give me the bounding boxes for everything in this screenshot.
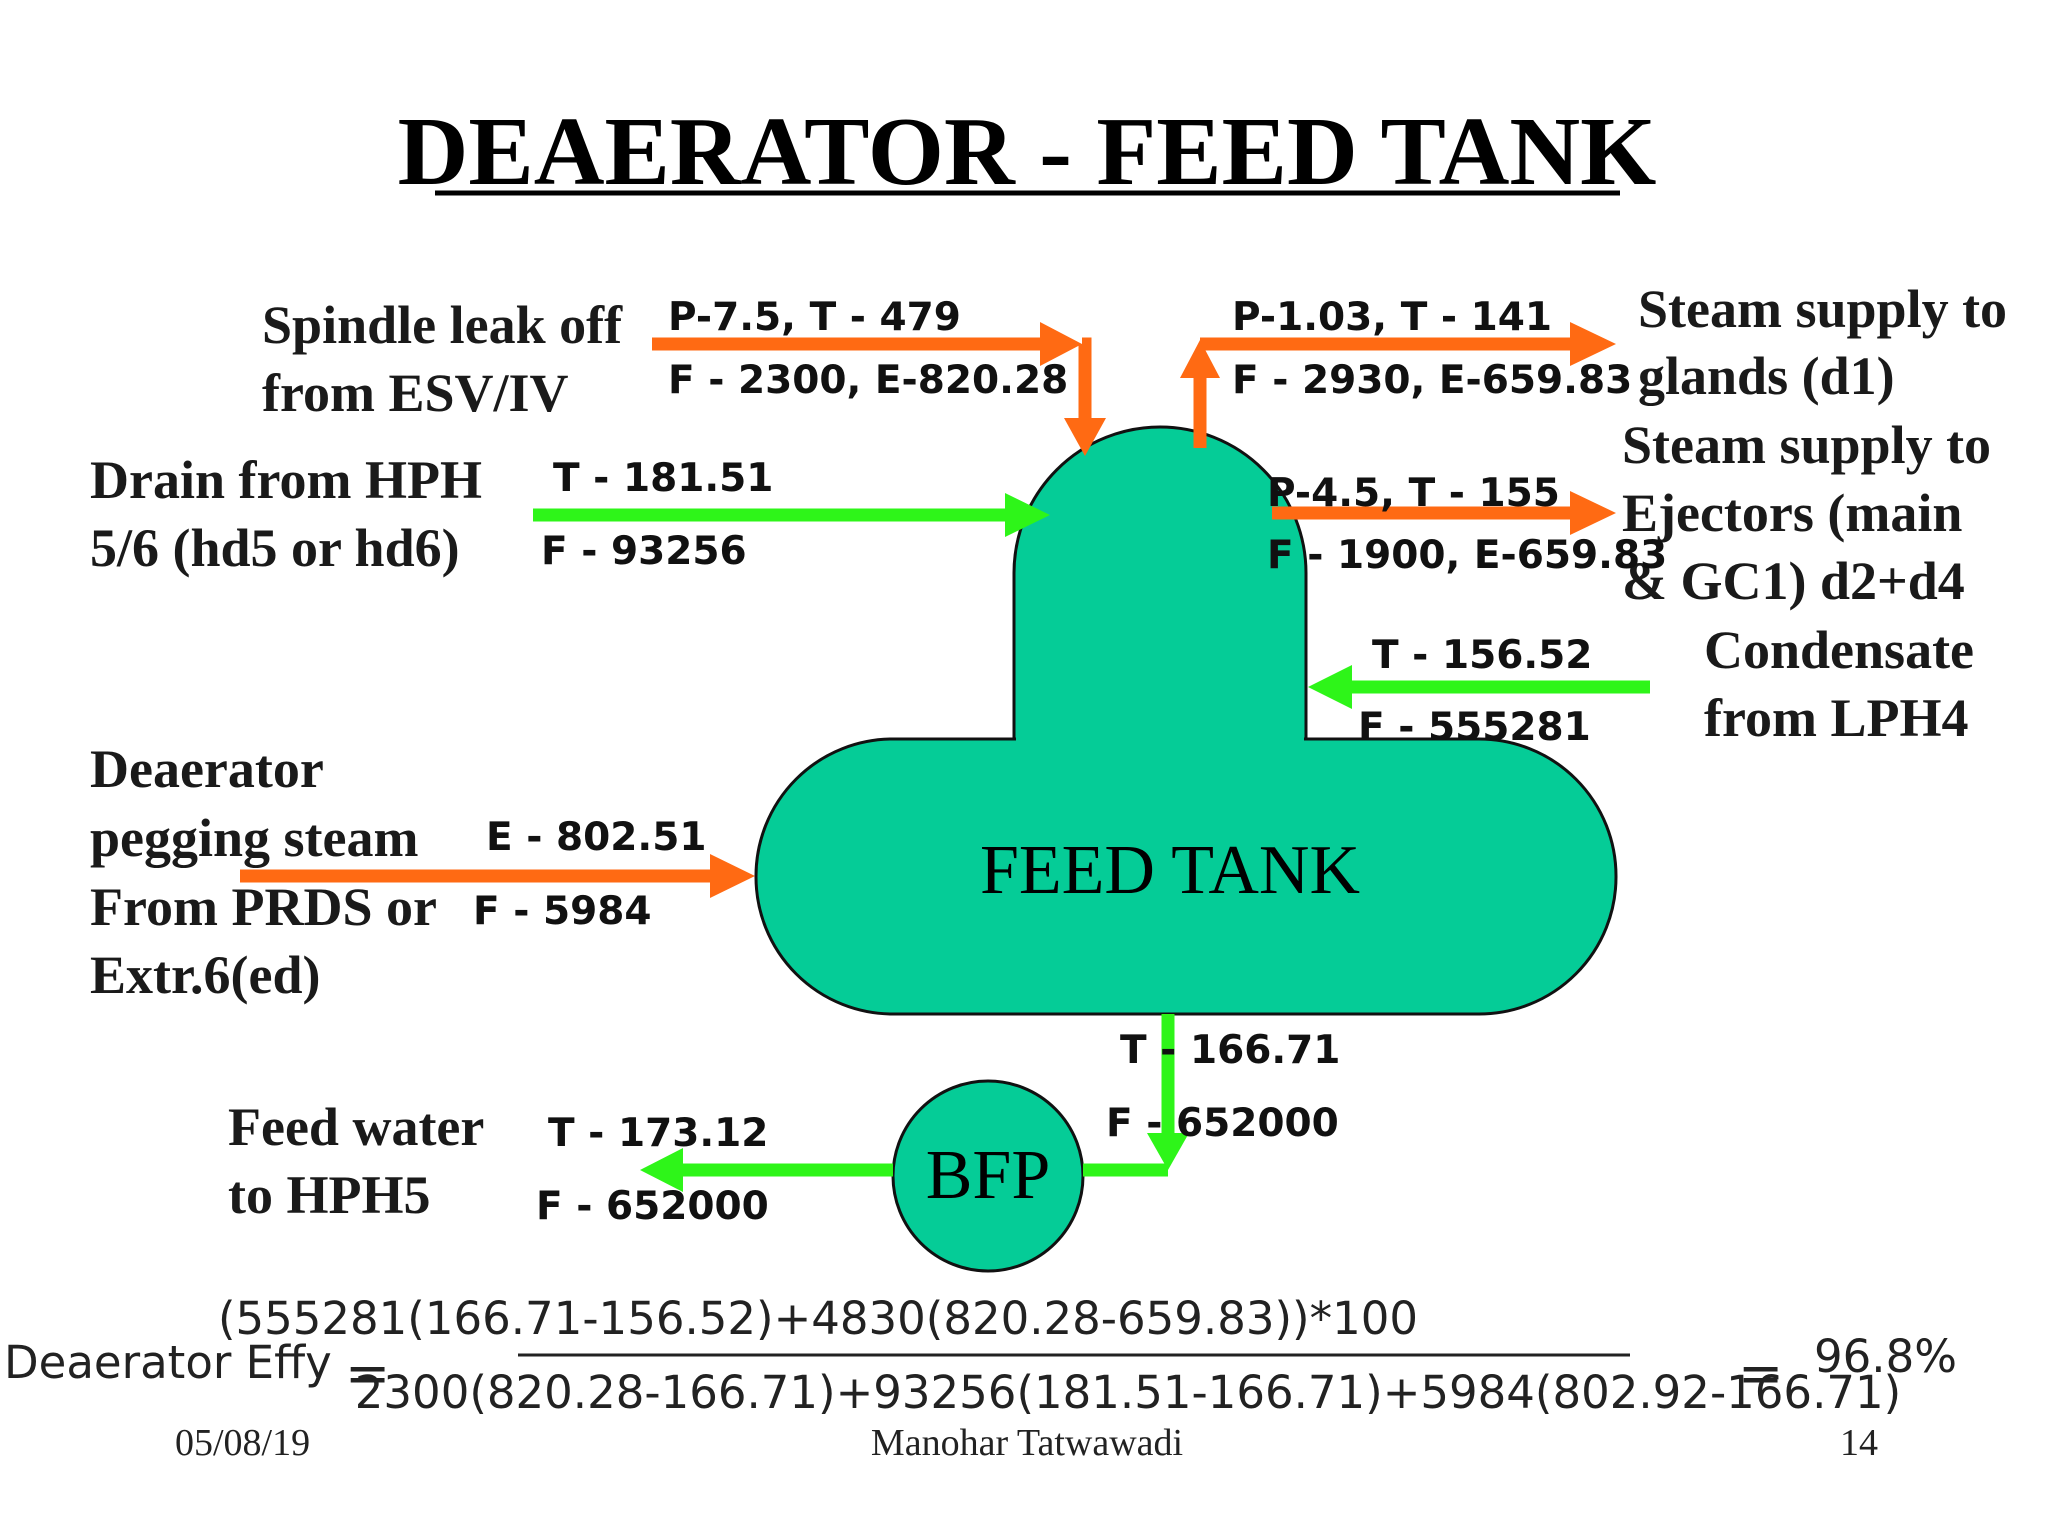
condensate-f-value: F - 555281 (1358, 705, 1591, 750)
pegging-e-value: E - 802.51 (486, 815, 706, 860)
spindle-label-2: from ESV/IV (262, 363, 569, 423)
efficiency-label: Deaerator Effy (4, 1336, 332, 1389)
drain-arrow (533, 493, 1050, 537)
condensate-label-1: Condensate (1704, 620, 1974, 680)
feedwater-t-value: T - 173.12 (548, 1111, 768, 1156)
pegging-f-value: F - 5984 (473, 889, 652, 934)
bfp-label: BFP (926, 1137, 1051, 1214)
drain-label-2: 5/6 (hd5 or hd6) (90, 518, 460, 578)
footer-date: 05/08/19 (175, 1422, 310, 1464)
ejectors-label-1: Steam supply to (1622, 415, 1991, 475)
pegging-label-1: Deaerator (90, 739, 324, 799)
spindle-leak-arrow (652, 322, 1106, 456)
footer-author: Manohar Tatwawadi (871, 1422, 1183, 1464)
spindle-label-1: Spindle leak off (262, 295, 623, 355)
slide-title: DEAERATOR - FEED TANK (398, 98, 1657, 206)
equals-sign-right: = (1738, 1342, 1783, 1405)
ejectors-label-2: Ejectors (main (1622, 483, 1962, 543)
feedwater-label-1: Feed water (228, 1097, 484, 1157)
drain-t-value: T - 181.51 (553, 456, 773, 501)
tank-outlet-arrow (1083, 1014, 1189, 1177)
ejectors-steam-arrow (1272, 491, 1616, 535)
pegging-label-3: From PRDS or (90, 877, 437, 937)
pegging-label-4: Extr.6(ed) (90, 945, 320, 1005)
glands-steam-arrow (1180, 322, 1616, 448)
ejectors-pt-value: P-4.5, T - 155 (1267, 471, 1560, 516)
glands-label-1: Steam supply to (1638, 279, 2007, 339)
deaerator-dome (1012, 425, 1308, 744)
drain-f-value: F - 93256 (541, 529, 747, 574)
tank-out-t-value: T - 166.71 (1120, 1028, 1340, 1073)
ejectors-label-3: & GC1) d2+d4 (1622, 551, 1965, 611)
equals-sign-left: = (345, 1342, 390, 1405)
dome-tank-joint (1016, 737, 1304, 743)
pegging-label-2: pegging steam (90, 808, 419, 868)
feedwater-label-2: to HPH5 (228, 1165, 430, 1225)
glands-label-2: glands (d1) (1638, 346, 1895, 406)
tank-out-f-value: F - 652000 (1106, 1101, 1339, 1146)
equation-numerator: (555281(166.71-156.52)+4830(820.28-659.8… (218, 1292, 1418, 1345)
spindle-fe-value: F - 2300, E-820.28 (668, 358, 1068, 403)
condensate-label-2: from LPH4 (1704, 688, 1968, 748)
feedwater-arrow (640, 1148, 893, 1192)
efficiency-result: 96.8% (1814, 1330, 1957, 1383)
pegging-steam-arrow (240, 854, 755, 898)
glands-fe-value: F - 2930, E-659.83 (1232, 358, 1632, 403)
spindle-pt-value: P-7.5, T - 479 (668, 295, 961, 340)
ejectors-fe-value: F - 1900, E-659.83 (1267, 533, 1667, 578)
condensate-arrow (1308, 665, 1650, 709)
feed-tank-label: FEED TANK (980, 832, 1360, 909)
equation-denominator: 2300(820.28-166.71)+93256(181.51-166.71)… (355, 1366, 1901, 1419)
glands-pt-value: P-1.03, T - 141 (1232, 295, 1552, 340)
condensate-t-value: T - 156.52 (1372, 633, 1592, 678)
footer-page-number: 14 (1840, 1422, 1878, 1464)
feedwater-f-value: F - 652000 (536, 1184, 769, 1229)
drain-label-1: Drain from HPH (90, 450, 482, 510)
